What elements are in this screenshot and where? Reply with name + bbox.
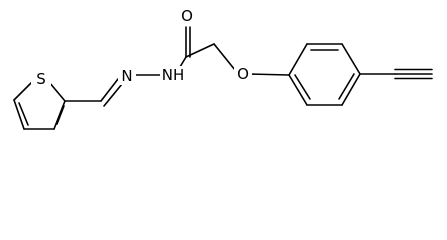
thiophene-ring (13, 79, 66, 130)
amide-nh-label: NH (162, 66, 185, 84)
atom-labels: S N NH O O (31, 7, 252, 88)
carbonyl-oxygen-label: O (181, 7, 193, 25)
sulfur-atom-label: S (36, 70, 46, 88)
ethynyl-group (359, 68, 433, 80)
benzene-ring (288, 43, 361, 106)
chemical-structure: S N NH O O (13, 7, 433, 130)
ether-oxygen-label: O (237, 65, 249, 83)
imine-nitrogen-label: N (121, 67, 132, 85)
hydrazone-chain (64, 26, 290, 107)
